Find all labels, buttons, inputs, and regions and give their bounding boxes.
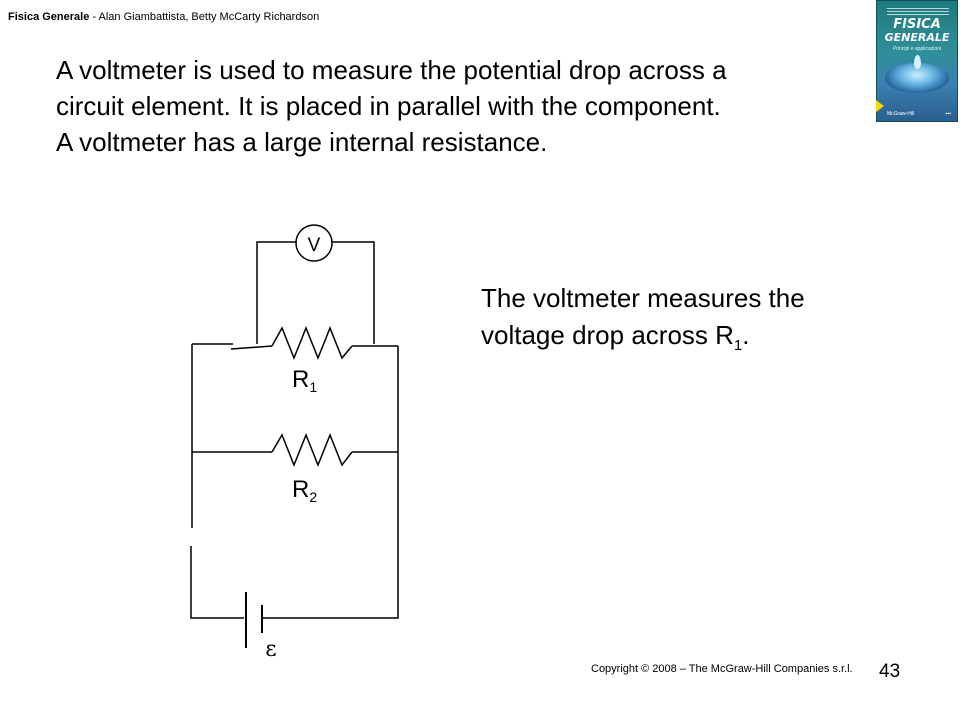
r1-wire-into-resistor: [230, 345, 273, 350]
r2-label: R2: [292, 476, 317, 505]
r1-label-sub: 1: [309, 379, 317, 395]
right-wire: [262, 346, 399, 619]
voltmeter-wire-right: [332, 241, 375, 344]
page-number: 43: [879, 661, 901, 682]
r2-label-main: R: [292, 476, 309, 503]
voltmeter-label: V: [308, 235, 321, 256]
cover-title-line2: GENERALE: [884, 31, 950, 44]
side-text-line2-sub: 1: [733, 337, 743, 355]
side-text-line1: The voltmeter measures the: [481, 283, 805, 313]
r1-label-main: R: [292, 366, 309, 393]
main-text-line1: A voltmeter is used to measure the poten…: [56, 55, 727, 85]
side-text-line2-prefix: voltage drop across R: [481, 320, 734, 350]
book-title: Fisica Generale: [8, 11, 90, 23]
cover-authors-block: [887, 6, 949, 15]
voltmeter-wire-left: [256, 241, 296, 344]
r1-label: R1: [292, 366, 317, 395]
main-text: A voltmeter is used to measure the poten…: [56, 52, 876, 160]
yellow-pointer-icon: [876, 100, 884, 112]
main-text-line2: circuit element. It is placed in paralle…: [56, 91, 721, 121]
emf-label: ε: [265, 637, 276, 662]
cover-water-drop: [914, 55, 921, 69]
copyright: Copyright © 2008 – The McGraw-Hill Compa…: [591, 663, 853, 675]
voltmeter-circle: [295, 224, 333, 262]
main-text-line3: A voltmeter has a large internal resista…: [56, 127, 548, 157]
side-text-line2: voltage drop across R1.: [481, 317, 901, 364]
book-authors: Alan Giambattista, Betty McCarty Richard…: [98, 11, 320, 23]
side-text-line2-suffix: .: [742, 320, 750, 350]
cover-title-line1: FISICA: [893, 17, 941, 32]
cover-code: ▪▪▪: [945, 111, 951, 117]
cover-publisher: McGraw-Hill: [887, 111, 915, 117]
header: Fisica Generale - Alan Giambattista, Bet…: [8, 11, 319, 23]
r2-label-sub: 2: [309, 489, 317, 505]
r1-resistor-zigzag: [271, 325, 353, 361]
cover-subtitle: Principi e applicazioni: [892, 46, 942, 52]
left-wire-bottom: [190, 546, 244, 619]
book-cover-image: FISICA GENERALE Principi e applicazioni …: [876, 0, 958, 122]
header-separator: -: [89, 11, 99, 23]
r2-resistor-zigzag: [271, 432, 353, 468]
side-text: The voltmeter measures the voltage drop …: [481, 280, 901, 364]
